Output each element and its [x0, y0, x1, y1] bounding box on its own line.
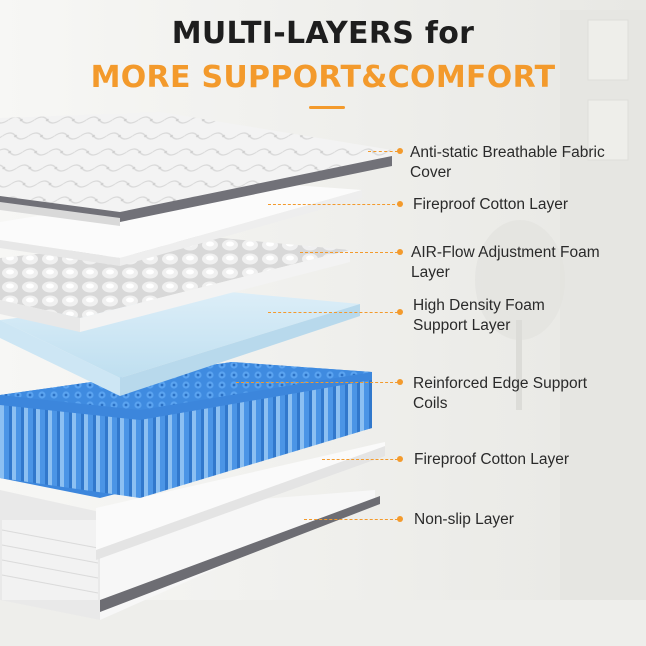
leader-line [300, 252, 398, 253]
layer-label-fabric-cover: Anti-static Breathable Fabric Cover [410, 143, 605, 183]
leader-dot [397, 456, 403, 462]
headline-line-2: MORE SUPPORT&COMFORT [90, 60, 556, 95]
layer-label-fireproof-cotton-top: Fireproof Cotton Layer [413, 195, 568, 215]
layer-label-line: Support Layer [413, 317, 511, 334]
leader-line [322, 459, 398, 460]
leader-dot [397, 249, 403, 255]
layer-label-airflow-foam: AIR-Flow Adjustment Foam Layer [411, 243, 600, 283]
layer-label-line: Non-slip Layer [414, 511, 514, 528]
leader-line [368, 151, 398, 152]
leader-dot [397, 516, 403, 522]
leader-dot [397, 379, 403, 385]
layer-label-non-slip: Non-slip Layer [414, 510, 514, 530]
layer-label-edge-support-coils: Reinforced Edge Support Coils [413, 374, 587, 414]
leader-line [236, 382, 398, 383]
layer-label-line: AIR-Flow Adjustment Foam [411, 244, 600, 261]
layer-label-line: Cover [410, 164, 452, 181]
leader-dot [397, 148, 403, 154]
leader-dot [397, 309, 403, 315]
layer-label-line: High Density Foam [413, 297, 545, 314]
leader-line [268, 204, 400, 205]
title-underline [309, 106, 345, 109]
layer-label-line: Fireproof Cotton Layer [413, 196, 569, 213]
layer-label-fireproof-cotton-bottom: Fireproof Cotton Layer [414, 450, 569, 470]
layer-label-line: Fireproof Cotton Layer [414, 451, 570, 468]
layer-label-line: Layer [411, 264, 450, 281]
layer-label-line: Anti-static Breathable Fabric [410, 144, 605, 161]
leader-line [304, 519, 398, 520]
leader-dot [397, 201, 403, 207]
layer-label-high-density-foam: High Density Foam Support Layer [413, 296, 545, 336]
leader-line [268, 312, 398, 313]
layer-label-line: Coils [413, 395, 448, 412]
layer-label-line: Reinforced Edge Support [413, 375, 588, 392]
headline-line-1: MULTI-LAYERS for [171, 16, 475, 51]
